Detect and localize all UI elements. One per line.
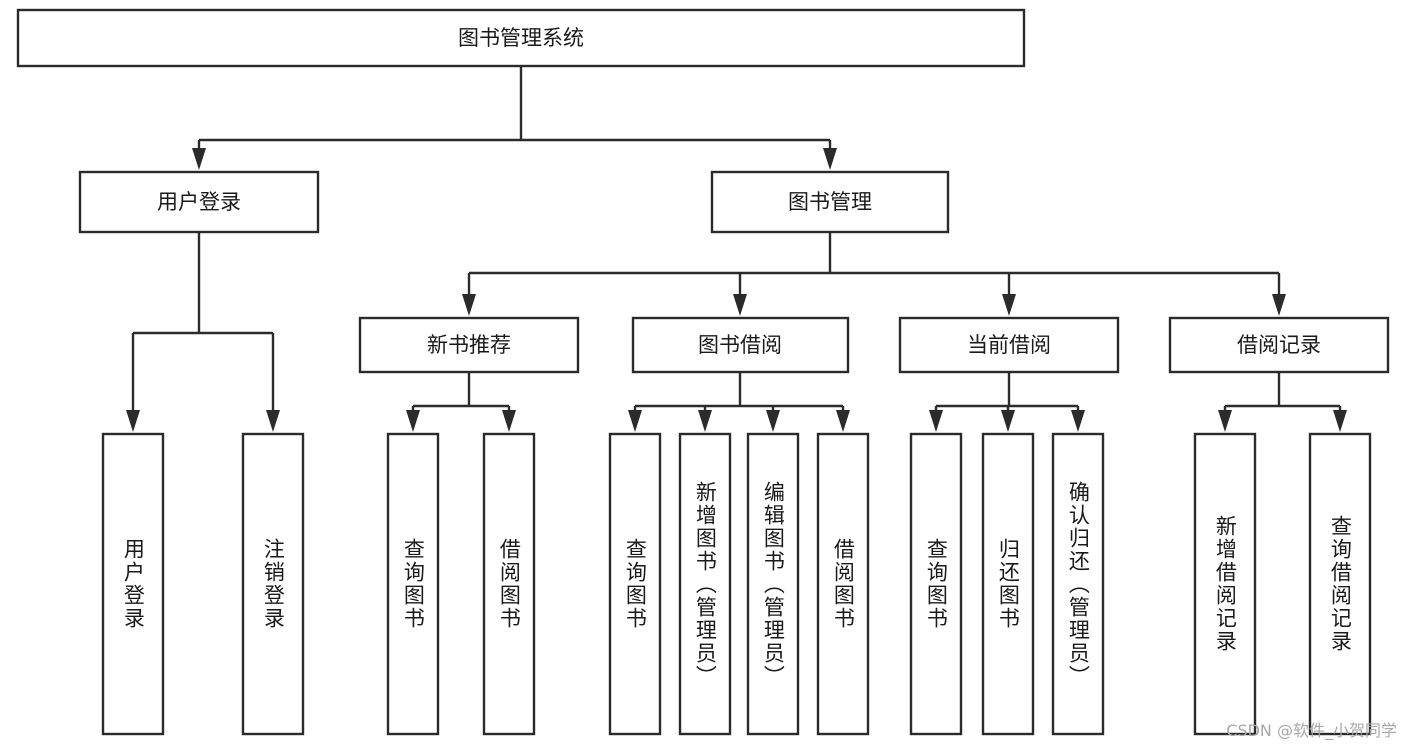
arrow-head-leaf-query-book-1 <box>406 410 420 432</box>
connector-group-user-login <box>126 232 280 432</box>
watermark-text: CSDN @软件_小贺同学 <box>1226 721 1397 740</box>
node-root-label: 图书管理系统 <box>458 26 584 50</box>
arrow-head-leaf-confirm-return <box>1071 410 1085 432</box>
node-current-borrow[interactable] <box>898 316 1120 374</box>
node-leaf-add-book[interactable] <box>678 432 732 736</box>
arrow-head-leaf-borrow-book-1 <box>502 410 516 432</box>
node-leaf-borrow-book-1[interactable] <box>482 432 536 736</box>
connector-group-book-manage <box>462 232 1286 316</box>
node-leaf-edit-book[interactable] <box>746 432 800 736</box>
node-current-borrow-label: 当前借阅 <box>967 333 1051 357</box>
arrow-head-leaf-return-book <box>1001 410 1015 432</box>
arrow-head-leaf-add-record <box>1218 410 1232 432</box>
arrow-head-new-book-recommend <box>462 294 476 316</box>
node-book-manage[interactable] <box>710 170 950 234</box>
node-leaf-confirm-return[interactable] <box>1051 432 1105 736</box>
node-root[interactable] <box>16 8 1026 68</box>
node-book-borrow[interactable] <box>631 316 850 374</box>
node-leaf-return-book[interactable] <box>981 432 1035 736</box>
node-leaf-add-record[interactable] <box>1193 432 1257 736</box>
node-book-borrow-label: 图书借阅 <box>698 333 782 357</box>
node-leaf-query-book-3[interactable] <box>909 432 963 736</box>
arrow-head-leaf-query-book-2 <box>628 410 642 432</box>
arrow-head-leaf-logout-login <box>266 410 280 432</box>
node-book-manage-label: 图书管理 <box>788 190 872 214</box>
node-user-login[interactable] <box>78 170 320 234</box>
connector-group-borrow-record <box>1218 372 1347 432</box>
arrow-head-borrow-record <box>1272 294 1286 316</box>
arrow-head-user-login <box>192 148 206 170</box>
node-leaf-query-record[interactable] <box>1308 432 1372 736</box>
node-leaf-borrow-book-2[interactable] <box>816 432 870 736</box>
node-user-login-label: 用户登录 <box>157 190 241 214</box>
node-new-book-recommend-label: 新书推荐 <box>427 333 511 357</box>
arrow-head-book-borrow <box>733 294 747 316</box>
node-new-book-recommend[interactable] <box>358 316 580 374</box>
arrow-head-leaf-user-login <box>126 410 140 432</box>
node-leaf-query-book-1[interactable] <box>386 432 440 736</box>
arrow-head-leaf-query-record <box>1333 410 1347 432</box>
node-borrow-record-label: 借阅记录 <box>1237 333 1321 357</box>
connector-group-current-borrow <box>929 372 1085 432</box>
connector-group-book-borrow <box>628 372 850 432</box>
arrow-head-current-borrow <box>1002 294 1016 316</box>
arrow-head-leaf-query-book-3 <box>929 410 943 432</box>
arrow-head-leaf-add-book <box>698 410 712 432</box>
node-leaf-logout-login[interactable] <box>241 432 305 736</box>
node-leaf-query-book-2[interactable] <box>608 432 662 736</box>
node-borrow-record[interactable] <box>1168 316 1390 374</box>
arrow-head-book-manage <box>823 148 837 170</box>
arrow-head-leaf-borrow-book-2 <box>836 410 850 432</box>
connector-group-root <box>192 66 837 170</box>
arrow-head-leaf-edit-book <box>766 410 780 432</box>
node-leaf-user-login[interactable] <box>101 432 165 736</box>
connector-group-new-book-recommend <box>406 372 516 432</box>
